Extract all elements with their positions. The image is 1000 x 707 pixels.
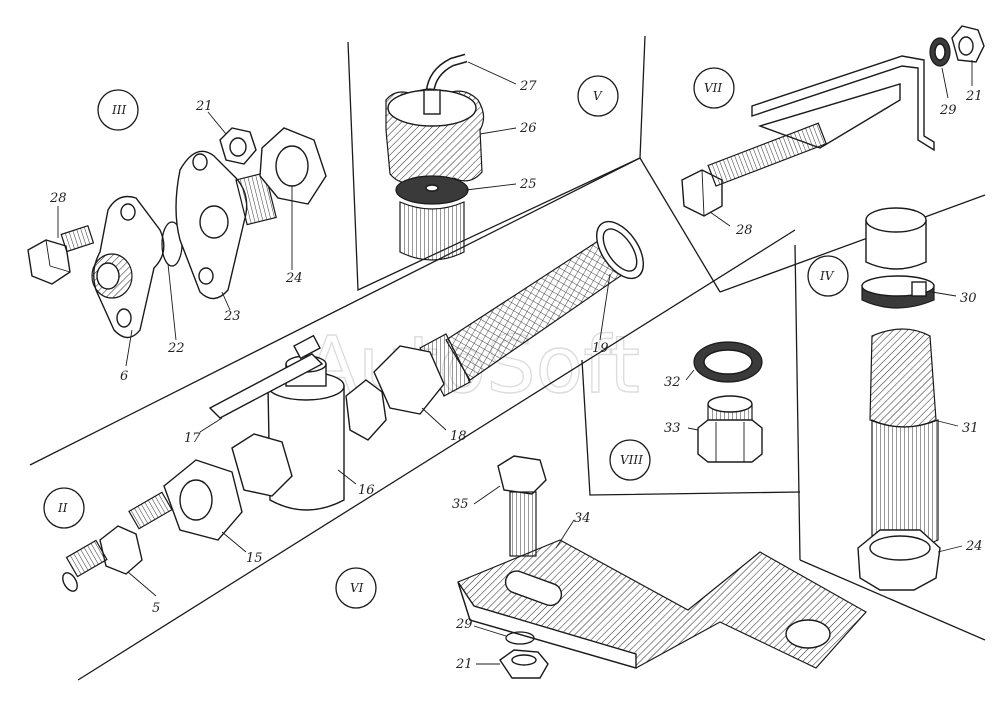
callout-25: 25 bbox=[519, 177, 537, 192]
callout-29-top: 29 bbox=[939, 103, 957, 118]
section-iv-parts: IV 30 31 24 bbox=[807, 207, 983, 591]
callout-31: 31 bbox=[962, 421, 979, 436]
callout-17: 17 bbox=[184, 431, 201, 446]
section-ii-parts: II 19 17 18 16 15 5 bbox=[43, 220, 644, 616]
bolt-28-right-drawing bbox=[681, 122, 827, 217]
lever-17-drawing bbox=[208, 334, 324, 419]
callout-21-bottom: 21 bbox=[455, 657, 473, 672]
callout-5: 5 bbox=[152, 601, 160, 616]
callout-19: 19 bbox=[592, 341, 609, 356]
nut-18-drawing bbox=[373, 345, 445, 415]
callout-24-bottom: 24 bbox=[965, 539, 983, 554]
callout-22: 22 bbox=[167, 341, 185, 356]
union-nut-drawing bbox=[231, 433, 293, 497]
nut-24-bottom-drawing bbox=[857, 529, 941, 591]
section-label-ii: II bbox=[57, 501, 68, 515]
callout-15: 15 bbox=[246, 551, 263, 566]
section-iii-parts: III 28 21 22 23 24 6 bbox=[27, 89, 327, 384]
section-vii-parts: VII 29 21 28 bbox=[681, 25, 985, 238]
hose-31-drawing bbox=[869, 328, 939, 549]
flange-6-drawing bbox=[91, 195, 165, 339]
knurled-pipe-19-drawing bbox=[419, 220, 644, 397]
section-label-iv: IV bbox=[819, 269, 835, 283]
section-label-v: V bbox=[593, 89, 603, 103]
callout-28-left: 28 bbox=[49, 191, 67, 206]
callout-21-right: 21 bbox=[965, 89, 983, 104]
callout-23: 23 bbox=[223, 309, 241, 324]
callout-30: 30 bbox=[960, 291, 977, 306]
washer-29-bottom-drawing bbox=[505, 631, 535, 645]
nut-18-b-drawing bbox=[345, 379, 387, 441]
bracket-34-drawing bbox=[457, 539, 867, 669]
flange-23-drawing bbox=[175, 150, 277, 300]
section-label-iii: III bbox=[111, 103, 126, 117]
section-label-viii: VIII bbox=[620, 453, 643, 467]
callout-26: 26 bbox=[519, 121, 537, 136]
handwheel-26-drawing bbox=[385, 88, 485, 185]
bolt-35-drawing bbox=[497, 455, 547, 557]
callout-29-bottom: 29 bbox=[455, 617, 473, 632]
section-label-vi: VI bbox=[350, 581, 364, 595]
section-vi-parts: VI 35 34 29 21 bbox=[335, 455, 867, 679]
callout-35: 35 bbox=[452, 497, 469, 512]
callout-32: 32 bbox=[664, 375, 681, 390]
callout-18: 18 bbox=[450, 429, 467, 444]
callout-24-top: 24 bbox=[285, 271, 303, 286]
clamp-30-drawing bbox=[861, 275, 935, 309]
plug-33-drawing bbox=[697, 395, 763, 463]
bolt-28-drawing bbox=[27, 225, 95, 285]
callout-34: 34 bbox=[574, 511, 591, 526]
callout-16: 16 bbox=[358, 483, 375, 498]
threaded-plug-drawing bbox=[399, 201, 465, 261]
nut-24-drawing bbox=[259, 127, 327, 205]
callout-6: 6 bbox=[120, 369, 128, 384]
section-v-parts: V 27 26 25 bbox=[385, 53, 619, 261]
callout-33: 33 bbox=[664, 421, 681, 436]
callout-21-top: 21 bbox=[195, 99, 213, 114]
callout-27: 27 bbox=[519, 79, 537, 94]
cap-drawing bbox=[865, 220, 927, 270]
section-label-vii: VII bbox=[704, 81, 722, 95]
section-dividers bbox=[29, 35, 986, 681]
callout-28-right: 28 bbox=[735, 223, 753, 238]
section-viii-parts: VIII 32 33 bbox=[609, 341, 763, 481]
nipple-5-drawing bbox=[99, 525, 143, 575]
